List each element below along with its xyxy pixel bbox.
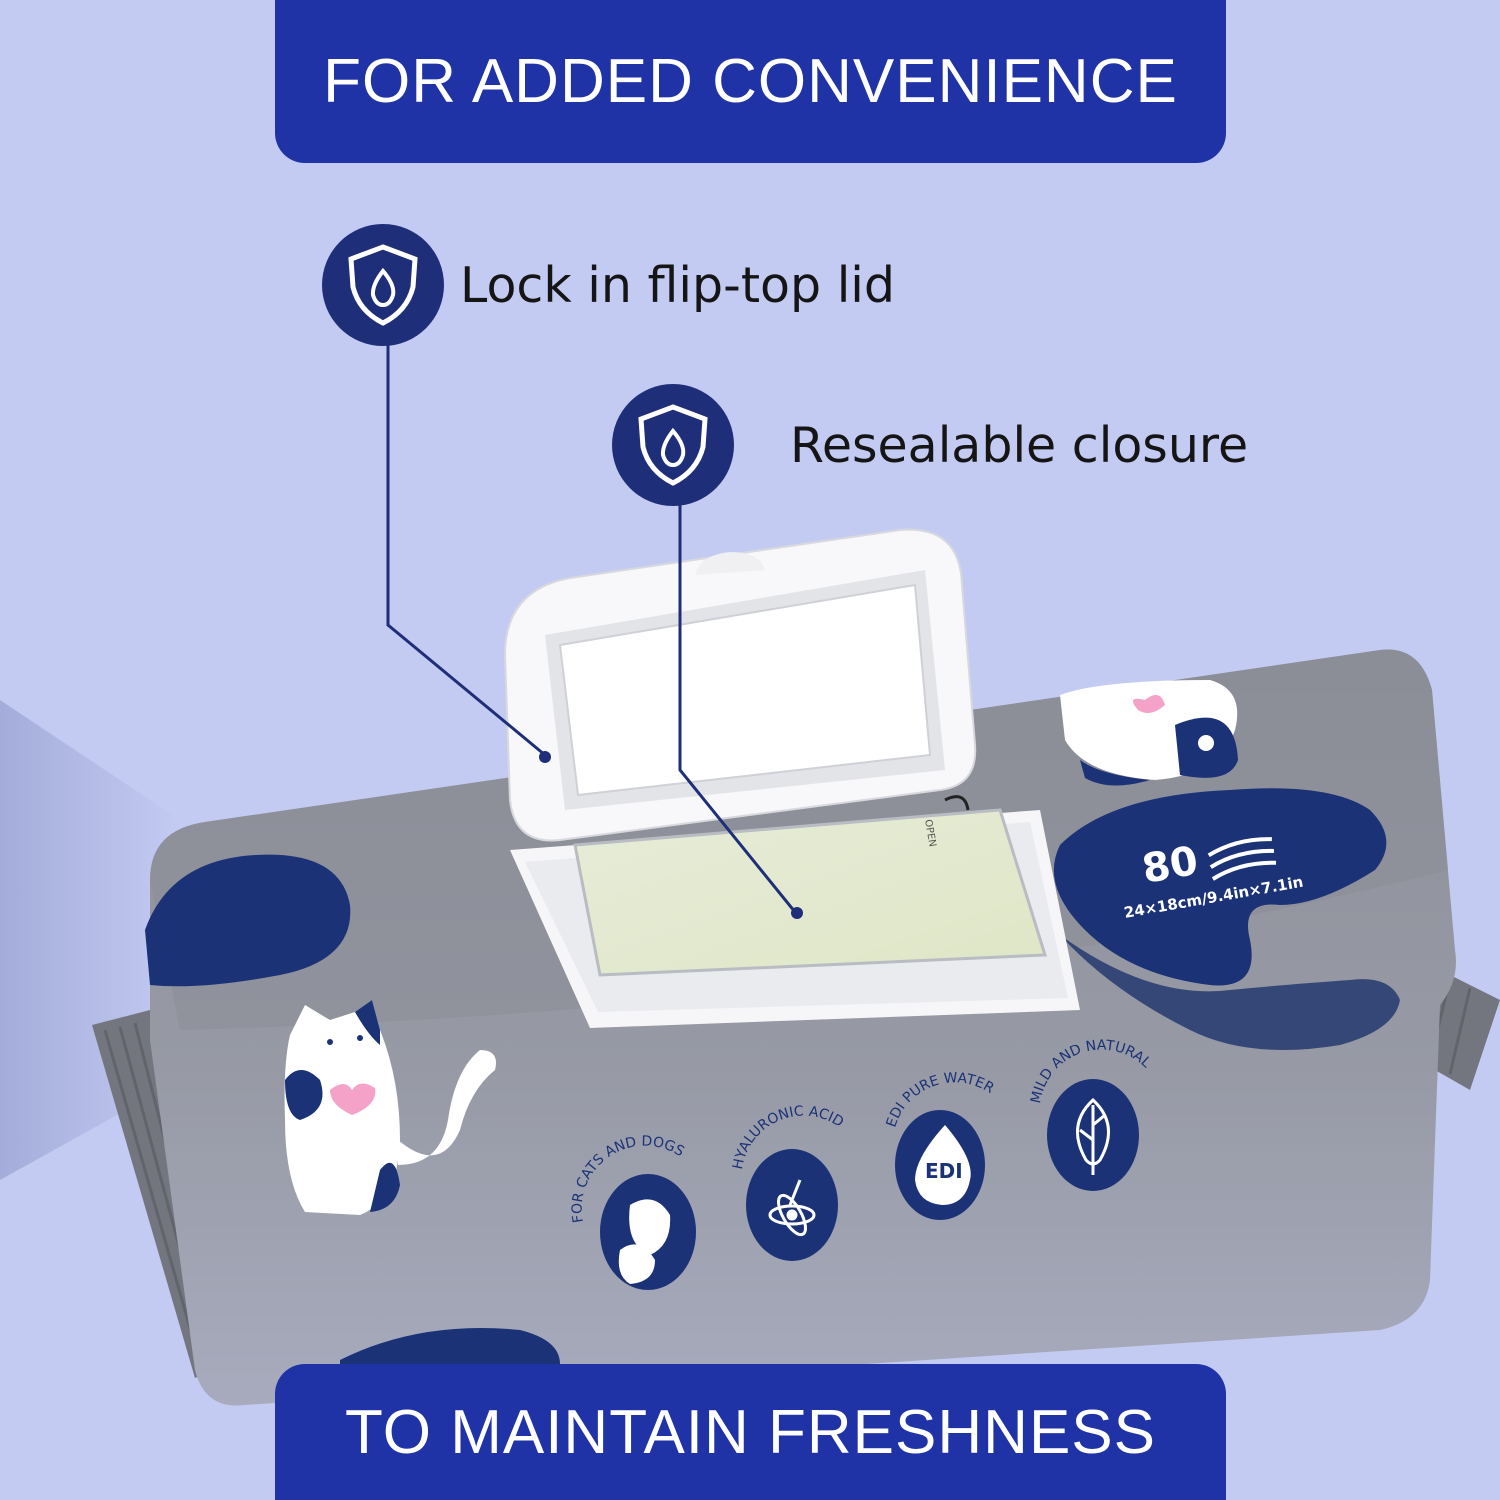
open-tab-label: OPEN — [922, 819, 938, 848]
callout-dot-closure — [791, 907, 803, 919]
top-banner-text: FOR ADDED CONVENIENCE — [323, 47, 1178, 116]
wipe-opening — [573, 808, 1048, 977]
count-blob — [1053, 788, 1387, 986]
cat-dog-icon — [618, 1199, 671, 1284]
top-banner: FOR ADDED CONVENIENCE — [275, 0, 1226, 163]
callout-lock-lid: Lock in flip-top lid — [322, 224, 895, 346]
water-drop-icon — [915, 1125, 971, 1205]
open-arrow-icon — [944, 795, 970, 811]
wipe-count: 80 — [1139, 838, 1202, 893]
callout-lines — [386, 332, 797, 913]
shield-drop-icon — [638, 404, 708, 486]
blob-left — [145, 854, 351, 987]
bottom-banner: TO MAINTAIN FRESHNESS — [275, 1364, 1226, 1500]
dropper-atom-icon — [768, 1179, 816, 1237]
shield-drop-icon — [348, 244, 418, 326]
stacked-wipes-icon — [1207, 837, 1277, 881]
edi-badge-text: EDI — [925, 1159, 963, 1183]
dog-illustration — [1060, 680, 1238, 786]
callout-badge — [612, 384, 734, 506]
cat-illustration — [284, 1000, 496, 1215]
callout-badge — [322, 224, 444, 346]
callout-dot-lid — [539, 751, 551, 763]
callout-label-lock-lid: Lock in flip-top lid — [460, 256, 896, 314]
callout-resealable: Resealable closure — [612, 384, 1248, 506]
lid-tab — [695, 552, 765, 575]
bottom-banner-text: TO MAINTAIN FRESHNESS — [344, 1397, 1156, 1467]
leaf-icon — [1076, 1097, 1110, 1175]
callout-label-resealable: Resealable closure — [790, 416, 1249, 474]
